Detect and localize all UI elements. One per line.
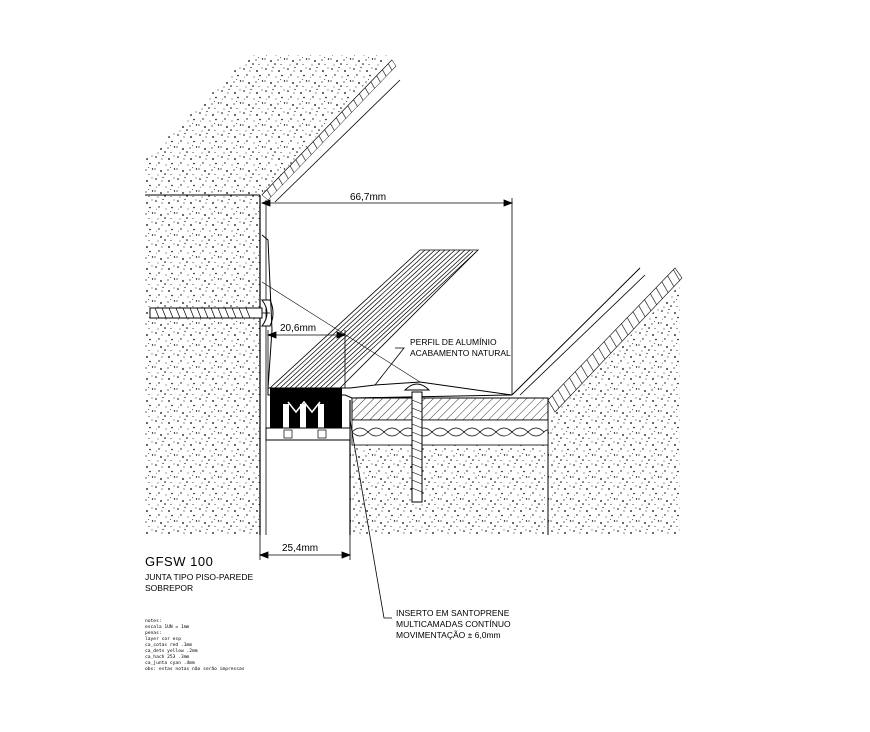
right-floor-concrete [548,285,680,535]
profile-leader [374,347,405,386]
aluminium-profile-perspective [268,249,479,389]
upper-wall-concrete [145,55,392,195]
note-line: ca_cotas red .1mm [145,642,192,648]
note-line: ca_dets yellow .2mm [145,648,198,654]
right-tile-band [547,267,683,413]
callout-profile-line1: PERFIL DE ALUMÍNIO [410,337,497,347]
wall-profile-bracket [261,234,273,389]
left-wall-concrete [145,195,260,535]
santoprene-insert [270,388,342,428]
drawing-subtitle-2: SOBREPOR [145,583,193,593]
wall-anchor-screw [149,299,274,327]
note-line: ca_hach 253 .3mm [145,654,189,660]
dimension-gap [258,535,352,560]
dimension-total-label: 66,7mm [350,192,386,203]
callout-insert-line3: MOVIMENTAÇÃO ± 6,0mm [396,630,501,640]
note-line: notes: [145,618,162,624]
dimension-profile [266,330,347,388]
note-line: escala 1UN = 1mm [145,624,189,630]
note-line: ca_junta cyan .4mm [145,660,195,666]
callout-profile-line2: ACABAMENTO NATURAL [410,348,511,358]
upper-tile-band [261,59,397,201]
note-line: obs: estas notas não serão impressas [145,666,245,672]
base-channel [265,427,351,441]
dimension-total [260,198,514,395]
floor-slab-concrete [350,445,545,535]
note-line: penas: [145,631,162,636]
dimension-gap-label: 25,4mm [282,543,318,554]
note-line: layer cor esp [145,636,181,642]
drawing-code: GFSW 100 [145,554,213,569]
floor-tile [351,397,549,421]
callout-insert-line2: MULTICAMADAS CONTÍNUO [396,619,511,629]
mortar-bed [351,419,549,446]
floor-screw [403,383,431,503]
callout-insert-line1: INSERTO EM SANTOPRENE [396,608,510,618]
drawing-subtitle-1: JUNTA TIPO PISO-PAREDE [145,572,253,582]
notes-block: notes: escala 1UN = 1mm penas: layer cor… [145,618,245,672]
dimension-profile-label: 20,6mm [280,323,316,334]
insert-leader [349,419,392,619]
